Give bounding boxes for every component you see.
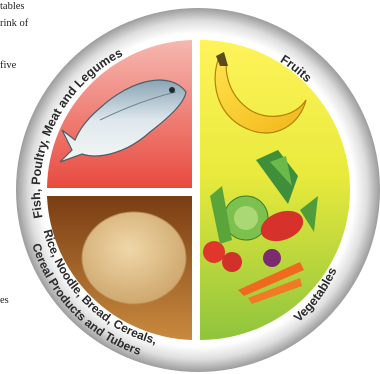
rice-icon — [82, 212, 186, 304]
